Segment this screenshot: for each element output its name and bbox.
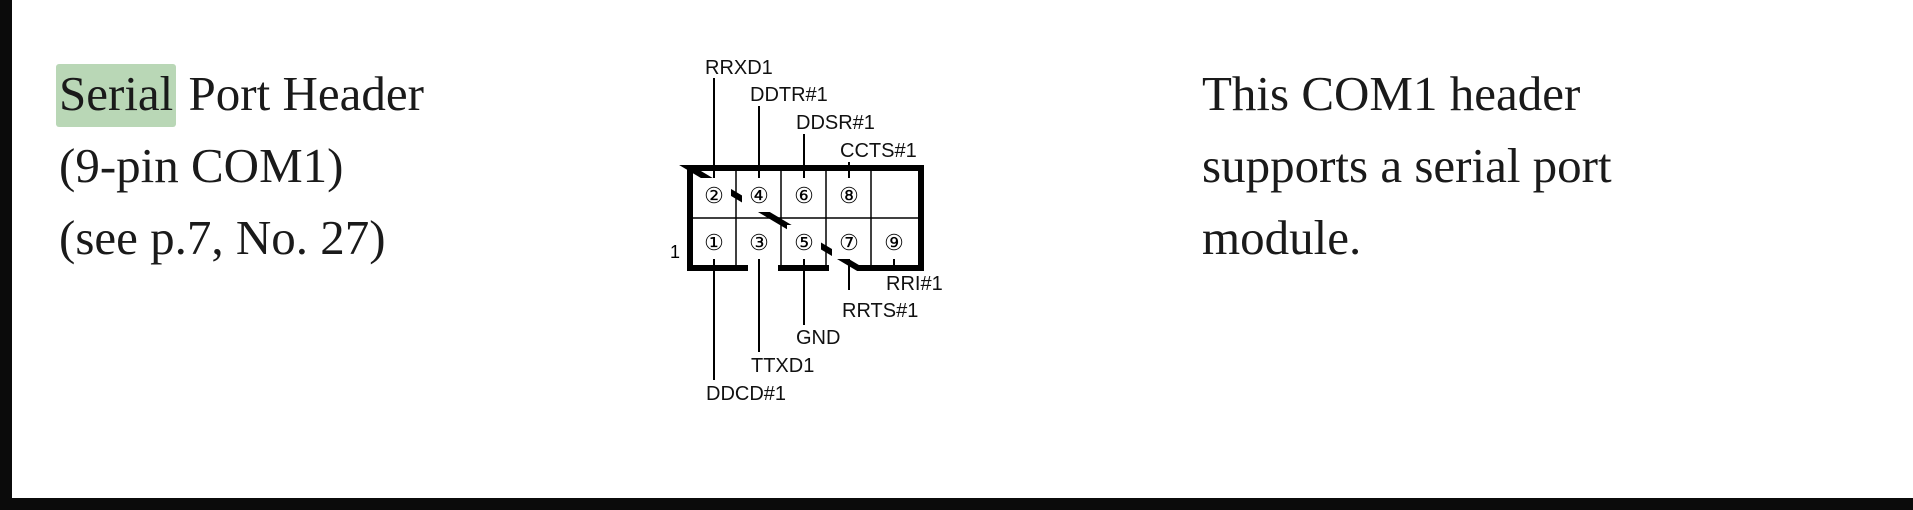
header-subtitle: (9-pin COM1) bbox=[59, 138, 344, 193]
label-rri1: RRI#1 bbox=[886, 273, 943, 295]
frame-bottom-notch bbox=[12, 496, 44, 498]
label-ccts1: CCTS#1 bbox=[840, 140, 917, 162]
bottom-signal-labels: RRI#1 RRTS#1 GND TTXD1 DDCD#1 bbox=[706, 273, 943, 405]
top-leader-lines bbox=[713, 78, 850, 180]
pin-3-marker: ③ bbox=[749, 230, 769, 255]
frame-left-border bbox=[0, 0, 12, 510]
header-title-line: Serial Port Header bbox=[56, 58, 424, 130]
label-gnd: GND bbox=[796, 327, 840, 349]
description-line: module. bbox=[1202, 210, 1362, 265]
search-highlight[interactable]: Serial bbox=[56, 64, 177, 127]
frame-bottom-border bbox=[0, 498, 1913, 510]
pin-row-bottom: ① ③ ⑤ ⑦ ⑨ bbox=[697, 225, 911, 259]
top-signal-labels: RRXD1 DDTR#1 DDSR#1 CCTS#1 bbox=[705, 57, 917, 162]
com1-pinout-diagram: ② ④ ⑥ ⑧ ① ③ ⑤ ⑦ ⑨ 1 RRXD1 DDTR#1 DDSR#1 … bbox=[670, 57, 943, 405]
pin-row-top: ② ④ ⑥ ⑧ bbox=[697, 178, 866, 212]
description-block: This COM1 header supports a serial port … bbox=[1202, 58, 1612, 274]
pin-8-marker: ⑧ bbox=[839, 183, 859, 208]
label-ddsr1: DDSR#1 bbox=[796, 112, 875, 134]
label-ddtr1: DDTR#1 bbox=[750, 84, 828, 106]
bottom-leader-lines bbox=[713, 256, 895, 380]
pin1-indicator: 1 bbox=[670, 242, 680, 262]
description-line: supports a serial port bbox=[1202, 138, 1612, 193]
header-page-reference: (see p.7, No. 27) bbox=[59, 210, 386, 265]
pin-9-marker: ⑨ bbox=[884, 230, 904, 255]
header-title-rest: Port Header bbox=[176, 66, 424, 121]
connector-inner-grid bbox=[693, 171, 918, 265]
description-line: This COM1 header bbox=[1202, 66, 1581, 121]
pin-5-marker: ⑤ bbox=[794, 230, 814, 255]
pin-1-marker: ① bbox=[704, 230, 724, 255]
pin-2-marker: ② bbox=[704, 183, 724, 208]
pin-4-marker: ④ bbox=[749, 183, 769, 208]
label-ttxd1: TTXD1 bbox=[751, 355, 814, 377]
header-title-block: Serial Port Header (9-pin COM1) (see p.7… bbox=[56, 58, 424, 274]
pin-7-marker: ⑦ bbox=[839, 230, 859, 255]
pin-6-marker: ⑥ bbox=[794, 183, 814, 208]
label-rrts1: RRTS#1 bbox=[842, 300, 918, 322]
label-rrxd1: RRXD1 bbox=[705, 57, 773, 79]
label-ddcd1: DDCD#1 bbox=[706, 383, 786, 405]
